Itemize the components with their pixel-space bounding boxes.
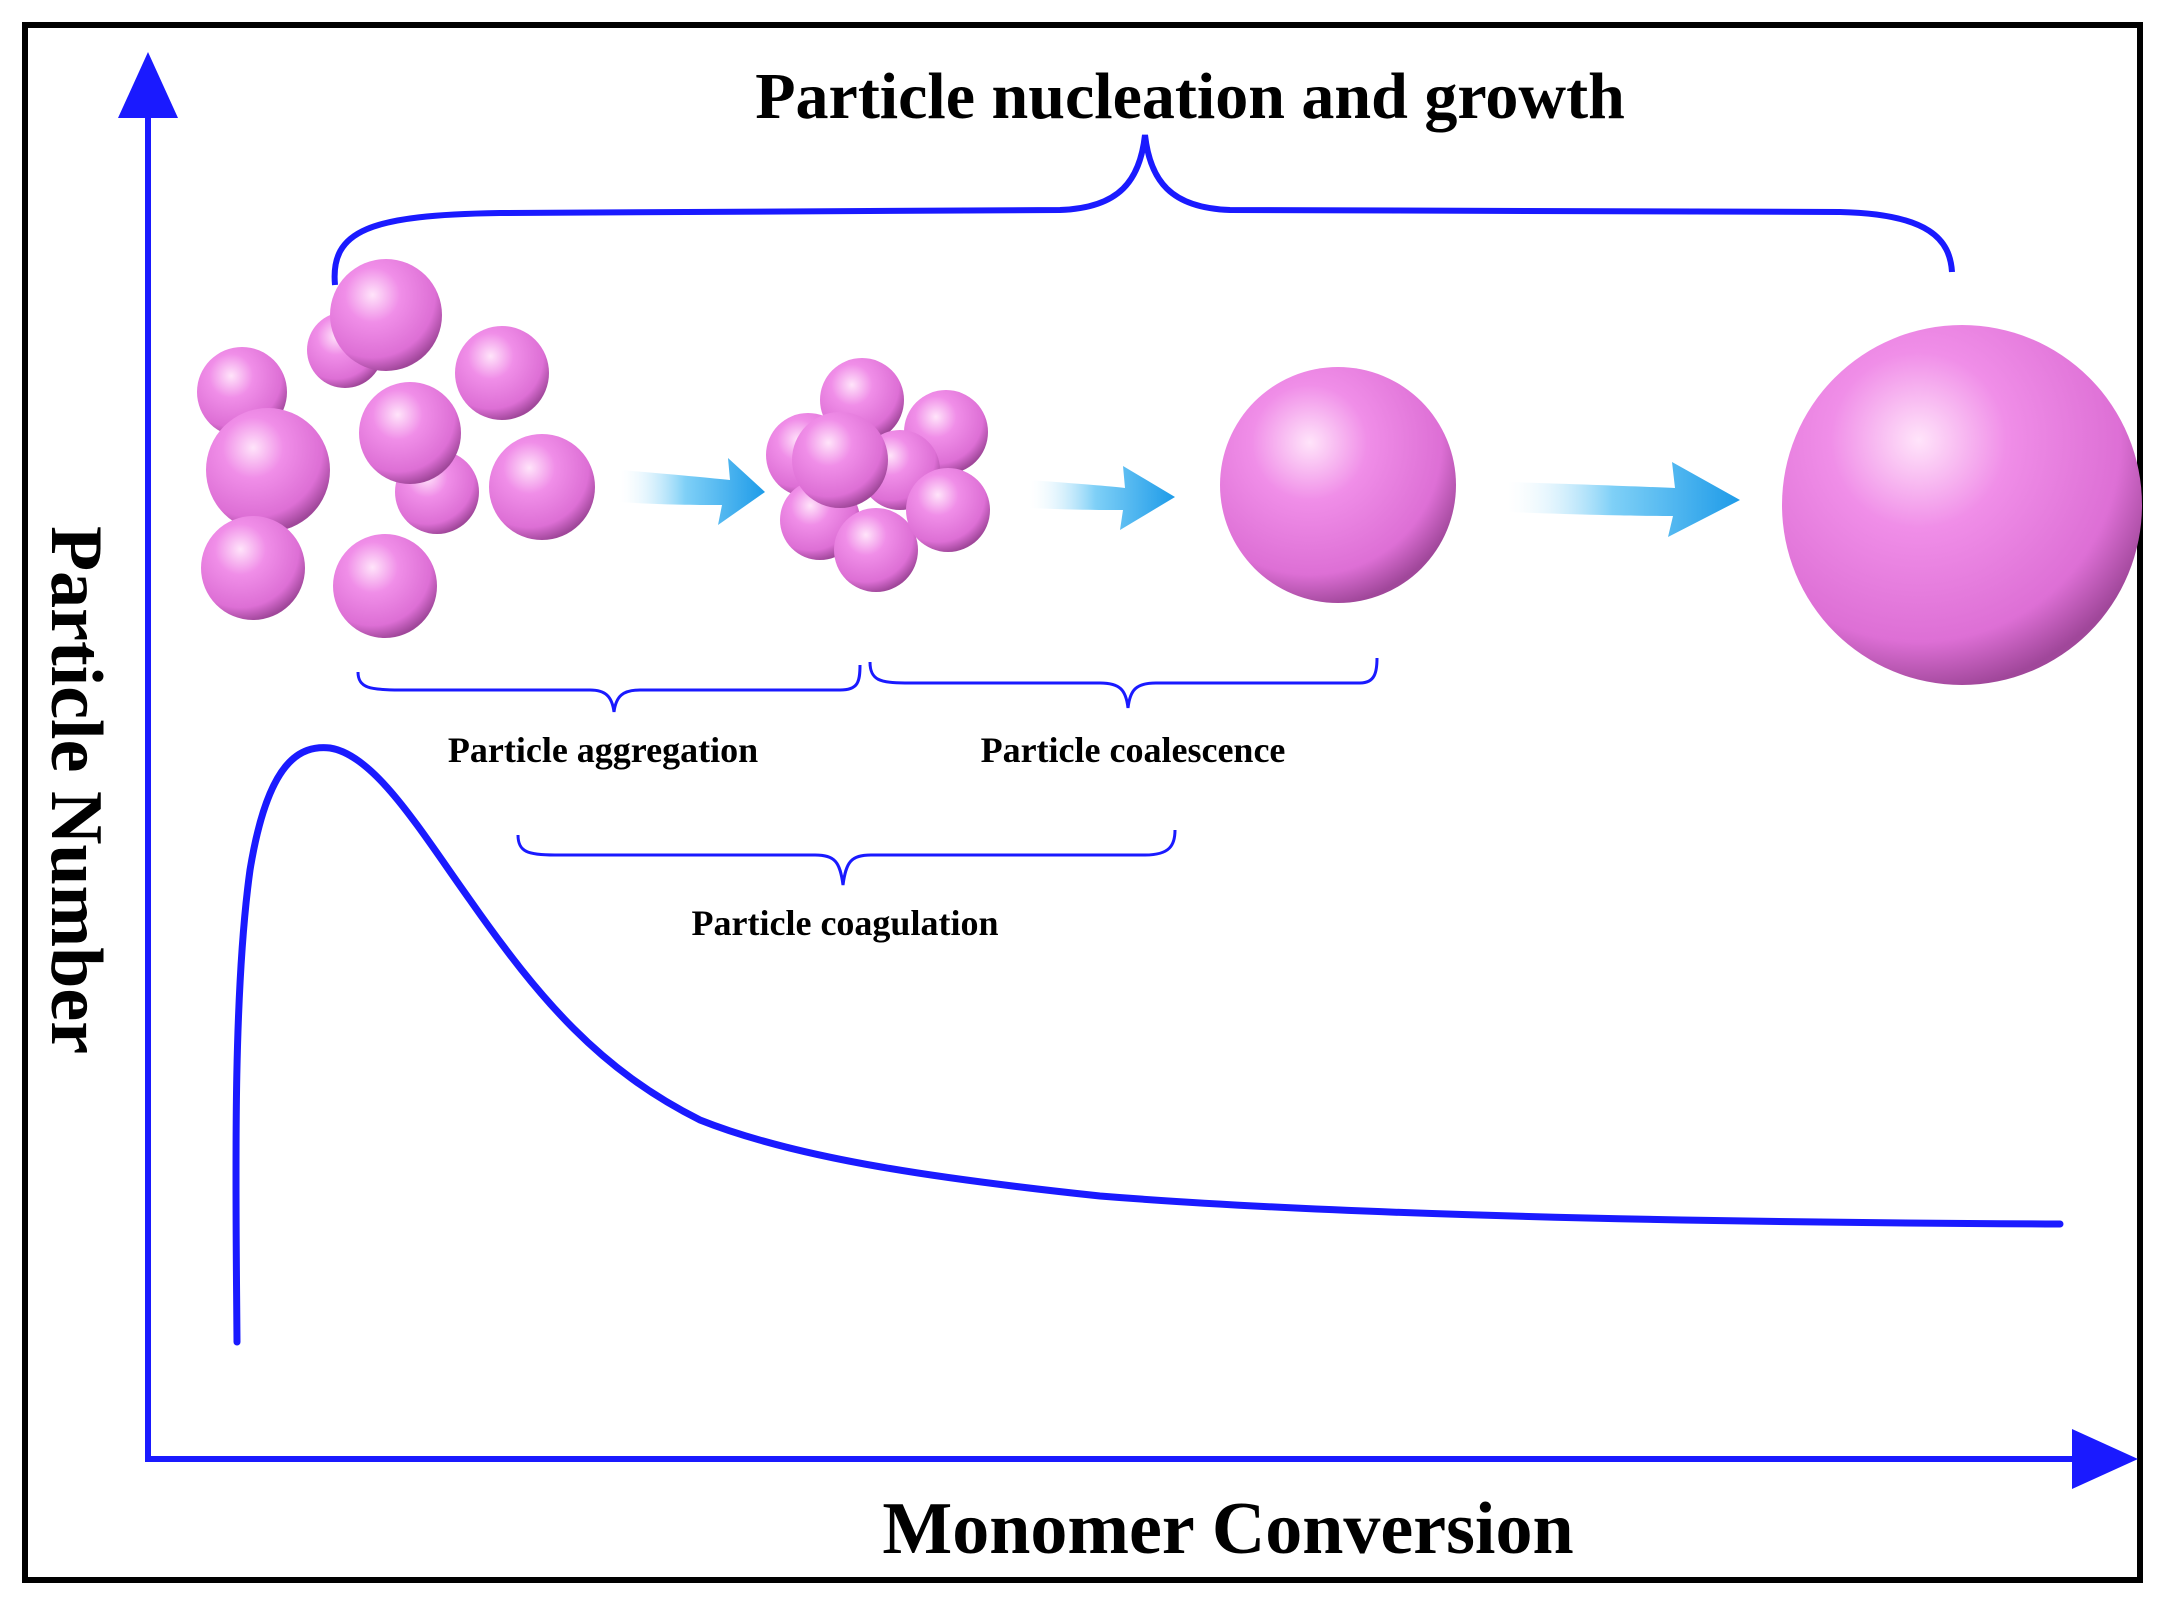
stage-label-coalescence: Particle coalescence [981, 730, 1286, 770]
coalescence-brace [868, 657, 1379, 709]
aggregate-cluster [766, 358, 990, 592]
x-axis-label: Monomer Conversion [882, 1488, 1573, 1570]
right-arrow-icon [620, 458, 765, 525]
right-arrow-icon [1030, 466, 1175, 530]
y-axis-label: Particle Number [35, 526, 117, 1054]
particle-number-curve [232, 744, 2064, 1346]
aggregation-brace [356, 664, 862, 713]
axes [118, 52, 2138, 1489]
coalesced-particle [1220, 367, 1456, 603]
diagram-title: Particle nucleation and growth [755, 60, 1625, 133]
coagulation-brace [516, 829, 1177, 886]
stage-label-aggregation: Particle aggregation [448, 730, 758, 770]
small-particles-cluster [197, 259, 595, 638]
top-brace [331, 134, 1955, 286]
right-arrow-icon [1508, 462, 1740, 537]
grown-particle [1782, 325, 2142, 685]
stage-label-coagulation: Particle coagulation [692, 903, 999, 943]
